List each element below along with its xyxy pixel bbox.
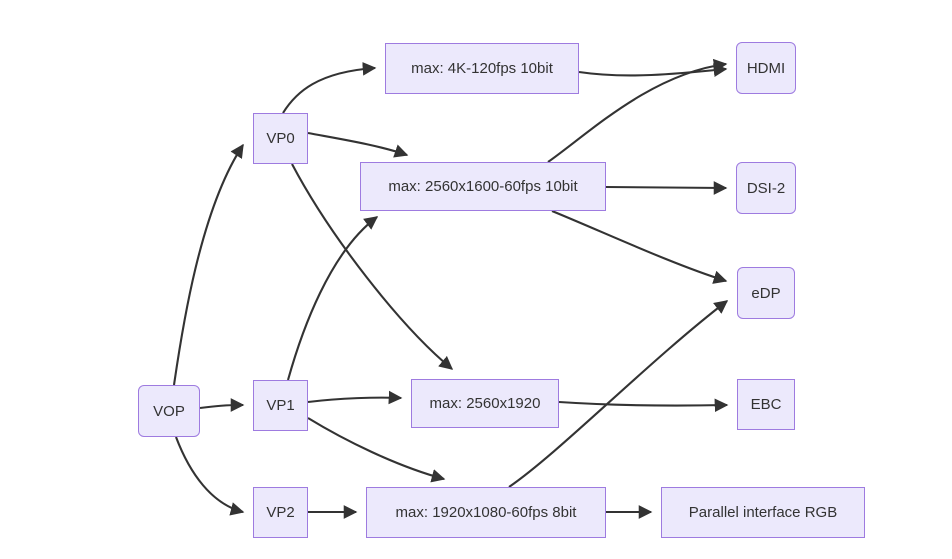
edge-vp0-max4k: [282, 62, 377, 114]
node-dsi-2-label: DSI-2: [746, 179, 786, 197]
edge-max2560-edp: [551, 210, 728, 284]
edge-vop-vp0: [172, 143, 244, 386]
edge-vp0-max2560: [307, 131, 409, 158]
edge-max1920-edp: [508, 300, 729, 488]
node-max-2560x1600-60fps-10bit[interactable]: max: 2560x1600-60fps 10bit: [360, 162, 606, 211]
node-vp1[interactable]: VP1: [253, 380, 308, 431]
node-vp2-label: VP2: [266, 504, 295, 521]
node-edp[interactable]: eDP: [737, 267, 795, 319]
edge-vp1-max25601920: [307, 390, 403, 405]
edge-vop-vp2: [175, 436, 245, 516]
node-hdmi-label: HDMI: [746, 59, 786, 77]
node-vop[interactable]: VOP: [138, 385, 200, 437]
node-parallel-interface-rgb[interactable]: Parallel interface RGB: [661, 487, 865, 538]
node-max-1920x1080-60fps-8bit[interactable]: max: 1920x1080-60fps 8bit: [366, 487, 606, 538]
node-parallel-interface-rgb-label: Parallel interface RGB: [688, 504, 838, 521]
node-dsi-2[interactable]: DSI-2: [736, 162, 796, 214]
edge-max2560-hdmi: [547, 58, 728, 163]
node-ebc[interactable]: EBC: [737, 379, 795, 430]
node-vop-label: VOP: [153, 402, 185, 420]
edge-max4k-hdmi: [578, 63, 728, 78]
node-max-2560x1920-label: max: 2560x1920: [429, 395, 541, 412]
node-vp2[interactable]: VP2: [253, 487, 308, 538]
node-edp-label: eDP: [751, 284, 781, 302]
edge-vp1-max1920: [307, 417, 446, 483]
node-max-1920x1080-60fps-8bit-label: max: 1920x1080-60fps 8bit: [395, 504, 577, 521]
edge-max25601920-ebc: [558, 398, 729, 413]
node-max-2560x1600-60fps-10bit-label: max: 2560x1600-60fps 10bit: [388, 178, 578, 195]
node-ebc-label: EBC: [750, 396, 782, 413]
edge-max2560-dsi2: [605, 181, 728, 195]
node-hdmi[interactable]: HDMI: [736, 42, 796, 94]
node-max-4k-120fps-10bit-label: max: 4K-120fps 10bit: [411, 60, 553, 77]
node-vp0-label: VP0: [266, 130, 295, 147]
edge-vp0-max25601920: [291, 163, 454, 370]
node-vp0[interactable]: VP0: [253, 113, 308, 164]
node-vp1-label: VP1: [266, 397, 295, 414]
edge-vop-vp1: [199, 398, 245, 412]
edge-vp1-max2560: [286, 216, 379, 381]
node-max-4k-120fps-10bit[interactable]: max: 4K-120fps 10bit: [385, 43, 579, 94]
node-max-2560x1920[interactable]: max: 2560x1920: [411, 379, 559, 428]
